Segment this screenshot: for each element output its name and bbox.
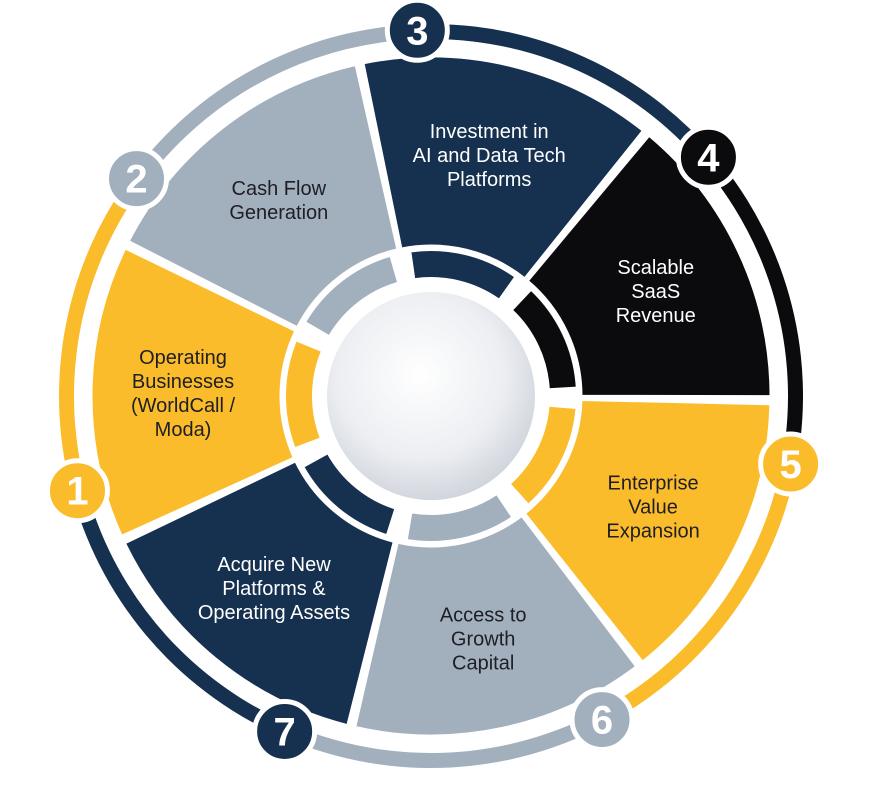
segment-wedge-3 [361,54,646,282]
segment-label-line: Capital [452,652,514,674]
segment-wedge-4 [525,132,773,399]
segment-label-line: Scalable [617,257,694,279]
badge-circle-2 [104,146,170,212]
segment-wedge-1 [89,245,298,539]
segment-label-line: Operating Assets [198,602,350,624]
inner-ring [284,249,578,543]
inner-arc-7 [301,451,397,537]
segment-label-line: SaaS [631,281,680,303]
segment-label-line: Cash Flow [232,178,327,200]
segment-wedge-6 [352,513,639,738]
outer-arc-4 [684,134,803,440]
badge-circle-7 [252,698,318,764]
segment-label-line: Platforms [447,169,531,191]
segment-label-line: Access to [440,604,527,626]
inner-arc-1 [284,338,324,450]
badge-circle-6 [569,687,635,753]
inner-arc-2 [303,254,400,338]
segment-label-line: Investment in [430,121,549,143]
segment-label-line: Generation [229,202,328,224]
segment-label-line: Growth [451,628,515,650]
badge-circle-3 [384,0,450,63]
badge-number-7: 7 [274,710,296,754]
inner-arc-5 [508,404,578,507]
inner-arc-4 [510,288,578,391]
segment-label-line: (WorldCall / [131,395,236,417]
badge-circle-4 [675,124,741,190]
segment-label-line: AI and Data Tech [413,145,566,167]
segment-label-line: Platforms & [222,578,326,600]
badge-circle-5 [758,431,824,497]
segment-wedges [89,54,773,738]
badge-number-4: 4 [697,136,720,180]
badge-number-5: 5 [779,443,801,487]
outer-arc-6 [306,699,628,768]
segment-label-line: Enterprise [608,472,699,494]
badge-number-6: 6 [591,699,613,743]
outer-arc-2 [117,26,393,205]
segment-label-line: Value [628,496,678,518]
segment-label-line: Businesses [132,371,234,393]
badge-circle-1 [44,458,110,524]
segment-wedge-7 [122,458,397,728]
inner-arc-3 [409,249,517,302]
segment-label-line: Operating [139,347,227,369]
segment-label-line: Revenue [616,305,696,327]
segment-label-line: Moda) [155,419,212,441]
badge-number-2: 2 [125,158,147,202]
badge-number-3: 3 [406,9,428,53]
inner-arc-6 [405,492,514,543]
segment-label-line: Acquire New [217,554,331,576]
badge-number-1: 1 [66,470,88,514]
segment-label-line: Expansion [606,520,699,542]
segment-wedge-2 [126,62,400,330]
outer-arc-1 [59,196,130,518]
number-badges: 1 2 3 4 5 6 7 [44,0,824,764]
center-disc [321,286,541,506]
segment-wedge-5 [522,397,773,665]
